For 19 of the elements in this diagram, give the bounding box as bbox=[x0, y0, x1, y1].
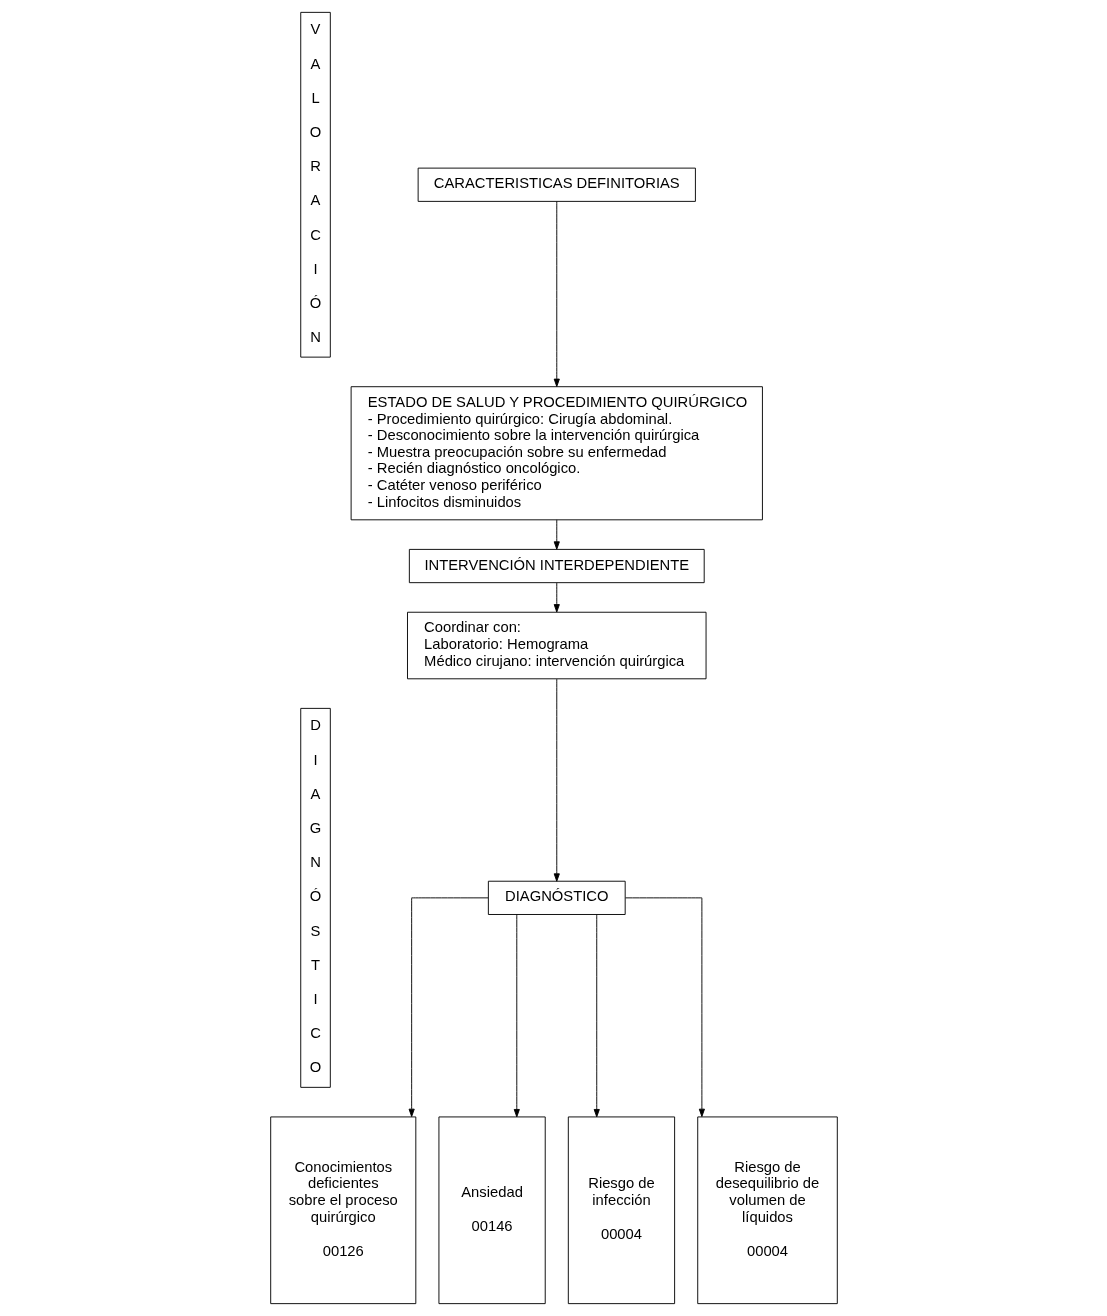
arrow bbox=[408, 897, 488, 1117]
node-box: INTERVENCIÓN INTERDEPENDIENTE bbox=[408, 548, 705, 584]
arrow bbox=[593, 914, 600, 1118]
node-box: Riesgo de desequilibrio de volumen de líquidos 00004 bbox=[696, 1116, 838, 1305]
node-box: DIAGNÓSTICO bbox=[487, 880, 626, 915]
node-box: Conocimientos deficientes sobre el proceso quirúrgico 00126 bbox=[269, 1116, 416, 1305]
arrow bbox=[624, 897, 705, 1117]
arrow bbox=[553, 201, 560, 387]
node-box: Ansiedad 00146 bbox=[437, 1116, 546, 1305]
arrow bbox=[513, 914, 520, 1118]
arrow bbox=[553, 582, 560, 613]
node-box: Coordinar con: Laboratorio: Hemograma Médico cirujano: intervención quirúrgica bbox=[406, 611, 706, 680]
node-box: Riesgo de infección 00004 bbox=[567, 1116, 675, 1305]
node-box: VALORACIÓN bbox=[299, 11, 331, 358]
arrow bbox=[553, 678, 560, 882]
node-box: DIAGNÓSTICO bbox=[299, 707, 331, 1088]
node-box: ESTADO DE SALUD Y PROCEDIMIENTO QUIRÚRGICO - Procedimiento quirúrgico: Cirugía abdominal. - Desconocimiento sobre la intervención quirúrgica - Muestra preocupación sobre su enfermedad - Recién diagnóstico oncológico. - Catéter venoso periférico - Linfocitos disminuidos bbox=[350, 386, 763, 521]
node-box: CARACTERISTICAS DEFINITORIAS bbox=[417, 167, 696, 202]
arrow bbox=[553, 519, 560, 550]
